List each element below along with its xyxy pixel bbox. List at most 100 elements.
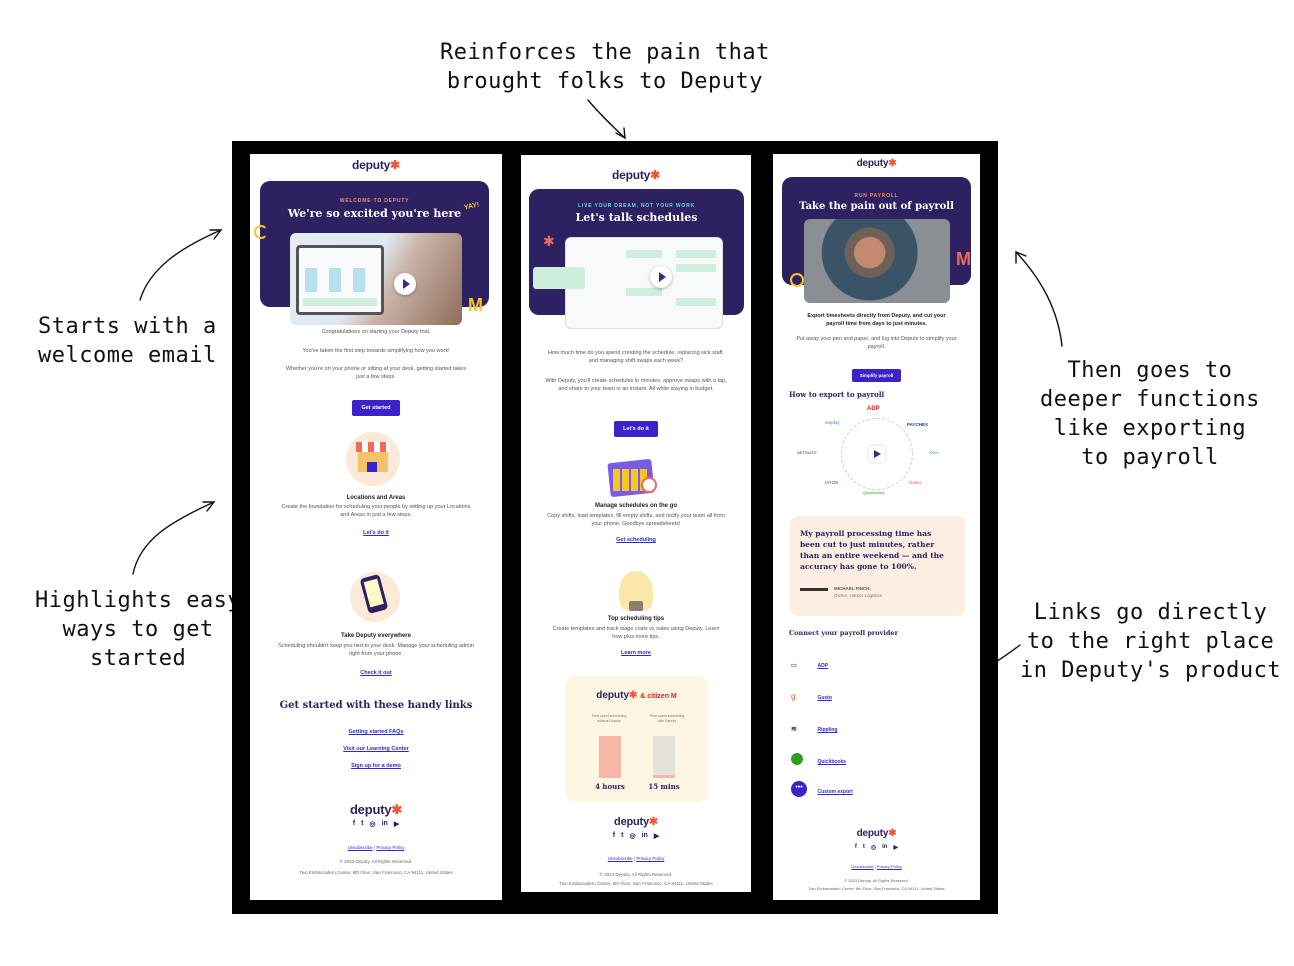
comparison-card: deputy✱ & citizen M Time spent schedulin… (565, 676, 708, 802)
deputy-logo: deputy✱ (612, 168, 660, 182)
instagram-icon[interactable]: ◎ (870, 845, 877, 851)
payroll-email: deputy✱ RUN PAYROLL Take the pain out of… (773, 154, 980, 900)
more-icon: ••• (791, 780, 807, 797)
hero-eyebrow: RUN PAYROLL (854, 193, 899, 199)
bar-with-label: Time spent scheduling with Deputy (649, 714, 685, 723)
hero-title: Let's talk schedules (575, 211, 698, 224)
footer-copyright: © 2023 Deputy. All Rights Reserved. (599, 872, 673, 877)
provider-row-adp[interactable]: ▭ ADP (791, 663, 829, 669)
feature-tips-title: Top scheduling tips (607, 616, 665, 622)
handy-links-title: Get started with these handy links (279, 700, 473, 711)
link-learning-center[interactable]: Visit our Learning Center (343, 746, 409, 752)
unsubscribe-link[interactable]: Unsubscribe (347, 845, 373, 850)
feature-schedules-title: Manage schedules on the go (594, 503, 677, 509)
hero-banner: WELCOME TO DEPUTY We're so excited you'r… (254, 181, 489, 325)
social-links: f t ◎ in ▶ (773, 844, 980, 851)
ring-provider: QuickBooks (863, 490, 885, 495)
unsubscribe-link[interactable]: Unsubscribe (851, 864, 874, 869)
footer-links: Unsubscribe | Privacy Policy (607, 856, 665, 861)
feature-locations-link[interactable]: Let's do it (363, 530, 389, 536)
storefront-illustration (346, 432, 400, 486)
footer-links: Unsubscribe | Privacy Policy (347, 845, 405, 850)
sun-doodle-icon (790, 273, 804, 287)
intro-text-2: Put away your pen and paper, and log int… (796, 336, 957, 350)
annotation-top: Reinforces the pain that brought folks t… (440, 40, 770, 94)
facebook-icon[interactable]: f (854, 844, 857, 850)
twitter-icon[interactable]: t (621, 832, 624, 839)
linkedin-icon[interactable]: in (882, 844, 888, 850)
m-squiggle-icon: M (468, 295, 483, 315)
privacy-policy-link[interactable]: Privacy Policy (636, 856, 665, 861)
unsubscribe-link[interactable]: Unsubscribe (607, 856, 633, 861)
footer-copyright: © 2023 Deputy. All Rights Reserved. (844, 878, 909, 883)
instagram-icon[interactable]: ◎ (369, 821, 376, 828)
tablet-graphic (296, 245, 384, 315)
welcome-email: deputy✱ WELCOME TO DEPUTY We're so excit… (250, 154, 502, 900)
calendar-illustration (607, 455, 661, 498)
facebook-icon[interactable]: f (612, 832, 616, 839)
linkedin-icon[interactable]: in (381, 820, 388, 827)
feature-schedules-link[interactable]: Get scheduling (616, 537, 656, 543)
annotation-left-top: Starts with a welcome email (38, 314, 217, 368)
hero-photo (804, 219, 950, 303)
bar-without-deputy (599, 736, 621, 778)
footer-logo: deputy✱ (614, 816, 658, 828)
ring-provider: employ (825, 420, 840, 425)
deputy-star-icon: ✱ (390, 158, 400, 172)
ring-provider: PAYCHEX (907, 422, 929, 427)
ring-provider: MYOB (825, 480, 839, 485)
intro-text-1: How much time do you spend creating the … (548, 350, 724, 364)
deputy-star-icon: ✱ (888, 158, 897, 169)
bar-without-value: 4 hours (595, 782, 625, 791)
provider-row-gusto[interactable]: g Gusto (791, 692, 832, 701)
feature-locations-title: Locations and Areas (346, 495, 406, 501)
footer-copyright: © 2023 Deputy. All Rights Reserved. (339, 859, 413, 864)
intro-text-1: Export timesheets directly from Deputy, … (807, 313, 946, 327)
play-icon[interactable] (650, 266, 672, 288)
schedule-screenshot[interactable] (565, 237, 723, 329)
simplify-payroll-button[interactable]: Simplify payroll (851, 369, 902, 382)
ring-provider: Xero (929, 450, 939, 455)
deputy-star-icon: ✱ (650, 168, 660, 182)
email-board: deputy✱ WELCOME TO DEPUTY We're so excit… (232, 141, 998, 914)
lets-do-it-button[interactable]: Let's do it (614, 421, 658, 437)
hero-video-thumbnail[interactable] (290, 233, 462, 325)
youtube-icon[interactable]: ▶ (653, 833, 660, 840)
link-demo-signup[interactable]: Sign up for a demo (351, 763, 401, 769)
annotation-left-bottom: Highlights easy ways to get started (35, 588, 242, 671)
feature-locations-text: Create the foundation for scheduling you… (281, 504, 471, 518)
provider-row-quickbooks[interactable]: Quickbooks (791, 750, 846, 768)
linkedin-icon[interactable]: in (641, 832, 648, 839)
social-links: f t ◎ in ▶ (521, 832, 751, 840)
facebook-icon[interactable]: f (352, 820, 356, 827)
feature-mobile-link[interactable]: Check it out (360, 670, 392, 676)
footer-address: Two Embarcadero Center, 8th Floor, San F… (808, 886, 945, 891)
sparkle-icon: ✱ (543, 233, 555, 249)
ring-provider: ADP (867, 406, 880, 412)
hero-eyebrow: LIVE YOUR DREAM, NOT YOUR WORK (578, 203, 695, 209)
footer-address: Two Embarcadero Center, 8th Floor, San F… (299, 870, 453, 875)
play-icon[interactable] (394, 273, 416, 295)
privacy-policy-link[interactable]: Privacy Policy (876, 864, 902, 869)
squiggle-icon (254, 225, 268, 239)
get-started-button[interactable]: Get started (352, 400, 400, 416)
integrations-diagram: ADP employ PAYCHEX NETSUITE Xero MYOB Qu… (797, 406, 957, 502)
instagram-icon[interactable]: ◎ (629, 833, 636, 840)
link-getting-started-faqs[interactable]: Getting started FAQs (348, 729, 404, 735)
privacy-policy-link[interactable]: Privacy Policy (376, 845, 405, 850)
social-links: f t ◎ in ▶ (250, 820, 502, 828)
twitter-icon[interactable]: t (862, 844, 865, 850)
youtube-icon[interactable]: ▶ (893, 845, 899, 851)
provider-row-rippling[interactable]: ≋ Rippling (791, 726, 838, 733)
feature-tips-link[interactable]: Learn more (621, 650, 651, 656)
provider-row-custom[interactable]: ••• Custom export (791, 780, 853, 798)
adp-icon: ▭ (791, 663, 797, 669)
gusto-icon: g (791, 692, 796, 701)
m-squiggle-icon: M (956, 249, 971, 269)
intro-text-2: You've taken the first step towards simp… (302, 348, 450, 354)
youtube-icon[interactable]: ▶ (393, 821, 400, 828)
footer-address: Two Embarcadero Center, 8th Floor, San F… (559, 881, 713, 886)
bar-with-value: 15 mins (648, 782, 680, 791)
twitter-icon[interactable]: t (361, 820, 364, 827)
center-play-icon[interactable] (869, 446, 885, 462)
